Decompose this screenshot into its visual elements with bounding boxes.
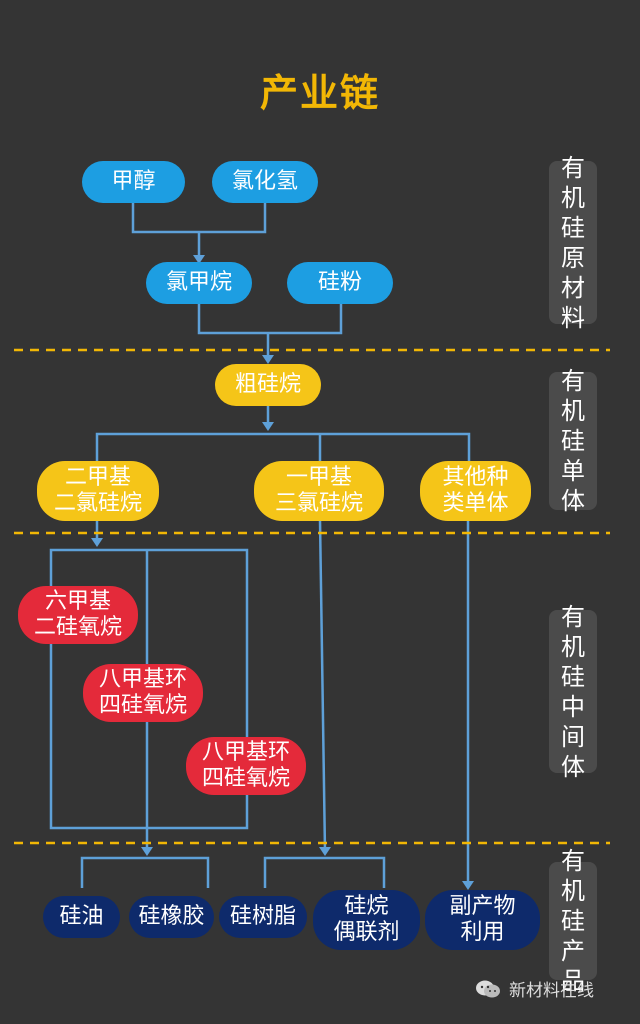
arrowhead	[262, 355, 274, 364]
page-title: 产业链	[259, 71, 380, 115]
node-byproduct-use: 副产物 利用	[425, 890, 540, 950]
node-other-monomers: 其他种 类单体	[420, 461, 531, 521]
node-methanol: 甲醇	[82, 161, 185, 203]
connector-monomer-bus	[95, 432, 471, 461]
arrowhead	[319, 847, 331, 856]
node-crude-silane: 粗硅烷	[215, 364, 321, 406]
node-dimethyl-dichlorosilane: 二甲基 二氯硅烷	[37, 461, 159, 521]
connector-bracket-right	[263, 856, 386, 888]
connector-intermediate-loop	[49, 548, 249, 830]
side-label-intermediates: 有 机 硅 中 间 体	[549, 603, 597, 781]
node-silicone-oil: 硅油	[43, 896, 120, 938]
node-octamethyl-cyclotetrasiloxane-b: 八甲基环 四硅氧烷	[186, 737, 306, 795]
arrowhead	[141, 847, 153, 856]
connector-raw-to-chloromethane	[131, 198, 267, 262]
arrowhead	[262, 422, 274, 431]
arrowhead	[462, 881, 474, 890]
connector-bracket-left	[80, 856, 210, 888]
node-silicone-rubber: 硅橡胶	[129, 896, 214, 938]
watermark: 新材料在线	[475, 976, 594, 1001]
arrowhead	[193, 255, 205, 264]
node-chloromethane: 氯甲烷	[146, 262, 252, 304]
node-silicone-resin: 硅树脂	[219, 896, 307, 938]
arrowhead	[91, 538, 103, 547]
node-hydrogen-chloride: 氯化氢	[212, 161, 318, 203]
side-label-monomers: 有 机 硅 单 体	[549, 367, 597, 515]
wechat-icon	[476, 980, 500, 997]
node-hexamethyl-disiloxane: 六甲基 二硅氧烷	[18, 586, 138, 644]
connector-to-crude-silane	[197, 300, 343, 362]
side-label-raw-materials: 有 机 硅 原 材 料	[549, 154, 597, 332]
node-methyl-trichlorosilane: 一甲基 三氯硅烷	[254, 461, 384, 521]
node-silane-coupling-agent: 硅烷 偶联剂	[313, 890, 420, 950]
side-label-products: 有 机 硅 产 品	[549, 847, 597, 995]
connector-methyl-to-products	[318, 519, 327, 853]
watermark-text: 新材料在线	[509, 981, 594, 1001]
node-octamethyl-cyclotetrasiloxane-a: 八甲基环 四硅氧烷	[83, 664, 203, 722]
node-silicon-powder: 硅粉	[287, 262, 393, 304]
